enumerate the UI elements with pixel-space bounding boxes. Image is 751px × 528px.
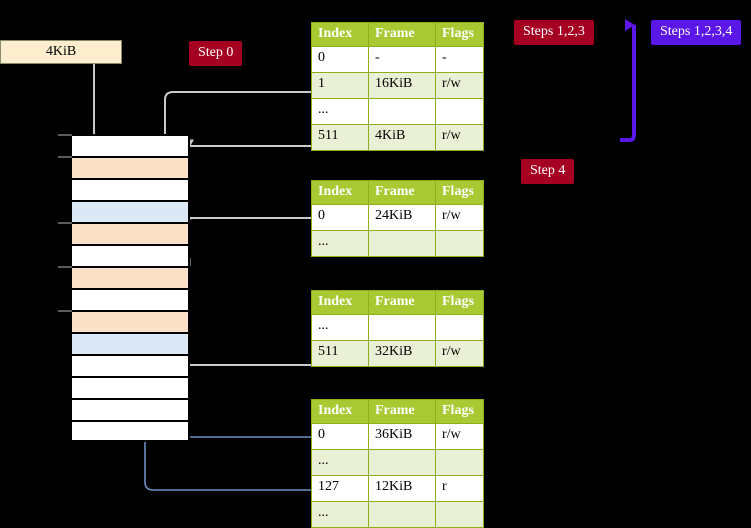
memory-column <box>70 134 190 442</box>
column-header-index: Index <box>311 22 369 47</box>
table-cell: 16KiB <box>368 72 436 99</box>
table-cell: 0 <box>311 204 369 231</box>
column-header-flags: Flags <box>435 399 484 424</box>
kib-box: 4KiB <box>0 40 122 64</box>
table-cell: r/w <box>435 124 484 151</box>
memory-frame-row <box>70 222 190 244</box>
memory-frame-row <box>70 420 190 442</box>
table-cell: 32KiB <box>368 340 436 367</box>
table-cell <box>368 449 436 476</box>
column-header-index: Index <box>311 180 369 205</box>
memory-frame-row <box>70 376 190 398</box>
table-row: ... <box>311 501 484 528</box>
steps1234-badge: Steps 1,2,3,4 <box>651 20 742 45</box>
table-cell: r/w <box>435 340 484 367</box>
table-cell: 12KiB <box>368 475 436 502</box>
table-cell <box>435 230 484 257</box>
table-cell: ... <box>311 314 369 341</box>
column-header-flags: Flags <box>435 290 484 315</box>
table-row: ... <box>311 230 484 257</box>
memory-frame-row <box>70 266 190 288</box>
table-cell: ... <box>311 98 369 125</box>
table-cell: r <box>435 475 484 502</box>
memory-frame-row <box>70 398 190 420</box>
memory-frame-row <box>70 288 190 310</box>
table-row: ... <box>311 98 484 125</box>
column-header-flags: Flags <box>435 22 484 47</box>
column-header-frame: Frame <box>368 180 436 205</box>
memory-tick-mark <box>58 222 72 224</box>
column-header-frame: Frame <box>368 290 436 315</box>
step4-badge: Step 4 <box>521 159 575 184</box>
column-header-frame: Frame <box>368 399 436 424</box>
memory-tick-mark <box>58 156 72 158</box>
table-cell <box>368 501 436 528</box>
table-cell: r/w <box>435 204 484 231</box>
column-header-flags: Flags <box>435 180 484 205</box>
table-row: ... <box>311 449 484 476</box>
table-cell: 24KiB <box>368 204 436 231</box>
memory-tick-mark <box>58 266 72 268</box>
table-cell: 511 <box>311 340 369 367</box>
table-cell: - <box>435 46 484 73</box>
table-cell: 0 <box>311 46 369 73</box>
wire-memory-to-pml4 <box>175 139 311 171</box>
table-cell: ... <box>311 449 369 476</box>
memory-frame-row <box>70 156 190 178</box>
table-cell: ... <box>311 501 369 528</box>
steps123-badge: Steps 1,2,3 <box>514 20 594 45</box>
table-cell <box>435 314 484 341</box>
table-cell: r/w <box>435 72 484 99</box>
table-cell: r/w <box>435 423 484 450</box>
memory-frame-row <box>70 178 190 200</box>
table-cell <box>435 501 484 528</box>
table-cell: 127 <box>311 475 369 502</box>
table-cell <box>435 98 484 125</box>
wire-pdpt-0 <box>183 217 311 266</box>
memory-frame-row <box>70 134 190 156</box>
table-cell <box>435 449 484 476</box>
table-cell: 4KiB <box>368 124 436 151</box>
memory-frame-row <box>70 332 190 354</box>
table-cell: ... <box>311 230 369 257</box>
memory-frame-row <box>70 244 190 266</box>
steps-bracket-arrow <box>620 19 636 142</box>
table-cell: - <box>368 46 436 73</box>
column-header-frame: Frame <box>368 22 436 47</box>
memory-tick-mark <box>58 310 72 312</box>
memory-frame-row <box>70 200 190 222</box>
table-row: ... <box>311 314 484 341</box>
step0-badge: Step 0 <box>189 41 243 66</box>
table-cell: 1 <box>311 72 369 99</box>
table-cell <box>368 314 436 341</box>
table-cell: 511 <box>311 124 369 151</box>
column-header-index: Index <box>311 290 369 315</box>
table-cell: 0 <box>311 423 369 450</box>
table-cell <box>368 98 436 125</box>
column-header-index: Index <box>311 399 369 424</box>
table-cell <box>368 230 436 257</box>
memory-frame-row <box>70 310 190 332</box>
memory-frame-row <box>70 354 190 376</box>
table-row: 0-- <box>311 46 484 73</box>
table-cell: 36KiB <box>368 423 436 450</box>
memory-tick-mark <box>58 134 72 136</box>
